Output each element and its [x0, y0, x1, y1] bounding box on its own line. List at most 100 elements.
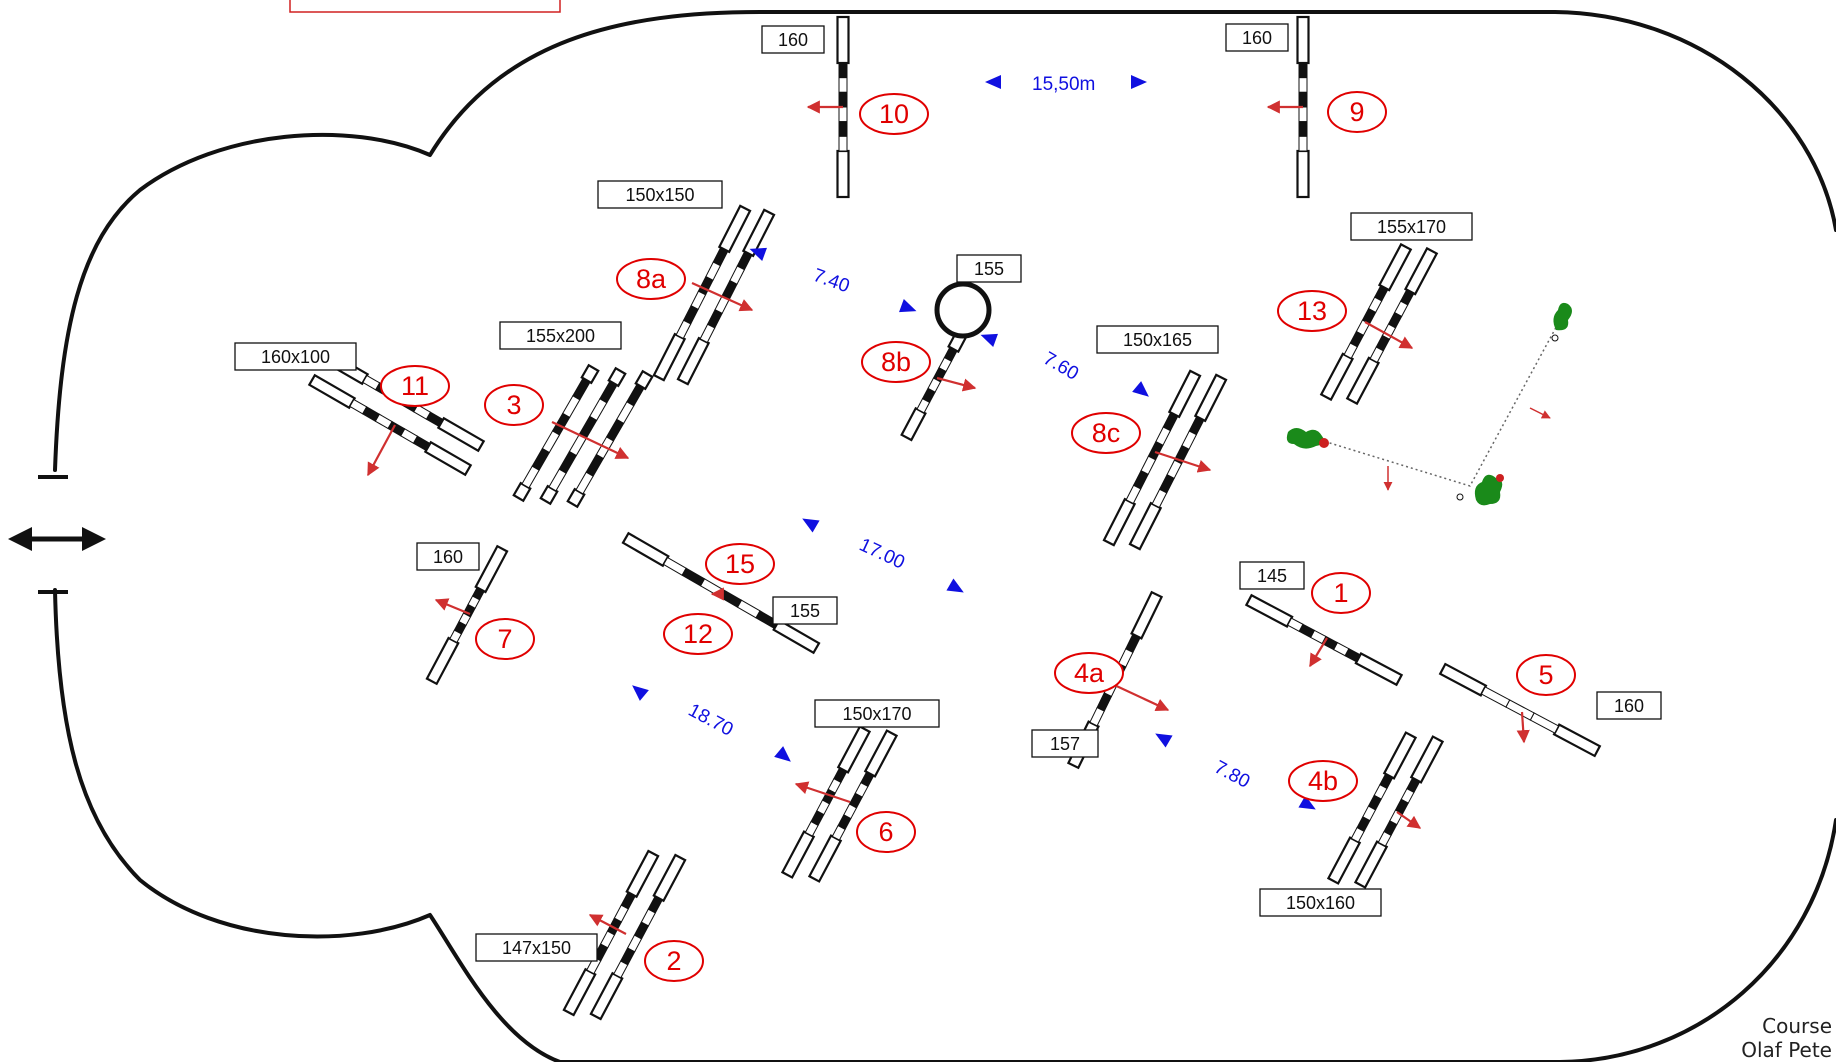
distance-marker: [899, 299, 917, 313]
pole-segment: [1089, 706, 1105, 727]
height-text: 150x170: [842, 704, 911, 724]
number-text: 10: [879, 99, 909, 129]
pole-segment: [1343, 342, 1359, 359]
wing-standard: [836, 15, 850, 65]
fence-rail: [425, 544, 509, 686]
wing-standard: [1102, 497, 1137, 547]
number-oval: [1516, 654, 1576, 696]
wing-standard: [652, 853, 687, 903]
number-oval: [705, 543, 775, 585]
height-box-8c: 150x165: [1096, 325, 1219, 354]
pole-segment: [718, 588, 743, 608]
height-text: 160: [1242, 28, 1272, 48]
number-oval: [1277, 290, 1347, 332]
number-text: 7: [497, 624, 512, 654]
pole-segment: [916, 398, 931, 414]
number-text: 8a: [636, 264, 667, 294]
height-frame: [416, 542, 480, 571]
jump-direction-arrow: [936, 376, 977, 392]
wing-standard: [1128, 501, 1163, 551]
wing-standard: [1296, 15, 1310, 65]
pole-segment: [804, 820, 819, 837]
jump-direction-arrow: [367, 424, 396, 477]
height-text: 150x165: [1123, 330, 1192, 350]
wing-standard: [1326, 836, 1362, 885]
pole-segment: [1529, 712, 1560, 734]
wing-standard: [589, 971, 624, 1021]
wing-standard: [1296, 149, 1310, 199]
number-oval: [663, 613, 733, 655]
height-text: 147x150: [502, 938, 571, 958]
number-oval: [1071, 412, 1141, 454]
distance-marker: [980, 333, 998, 347]
legend-box: [289, 0, 561, 13]
number-oval: [380, 365, 450, 407]
jump-direction-arrow: [1309, 637, 1328, 668]
pole-segment: [838, 62, 848, 79]
wing-standard: [863, 729, 899, 778]
height-text: 145: [1257, 566, 1287, 586]
wing-standard: [1193, 373, 1228, 423]
height-text: 155x200: [526, 326, 595, 346]
height-text: 155: [974, 259, 1004, 279]
pole-segment: [589, 398, 608, 422]
wing-standard: [1382, 731, 1418, 780]
obstacle-number-9: 9: [1327, 91, 1387, 133]
wing-standard: [436, 416, 486, 453]
pole-segment: [541, 430, 561, 454]
pole-segment: [613, 960, 629, 979]
number-text: 2: [666, 946, 681, 976]
pole-segment: [681, 567, 706, 587]
number-oval: [861, 341, 931, 383]
height-text: 150x150: [625, 185, 694, 205]
pole-segment: [1298, 77, 1308, 93]
wing-standard: [1244, 593, 1294, 629]
pole-segment: [531, 447, 550, 471]
distance-marker: [985, 75, 1001, 89]
obstacle-number-11: 11: [380, 365, 450, 407]
pole-segment: [838, 91, 848, 108]
fence-rail: [780, 725, 872, 879]
pole-segment: [521, 465, 540, 489]
height-box-4b: 150x160: [1259, 888, 1382, 917]
pole-segment: [1298, 121, 1308, 137]
jump-direction-arrow: [434, 598, 471, 616]
obstacle-number-4b: 4b: [1288, 760, 1358, 802]
height-box-2: 147x150: [475, 933, 598, 962]
fence-rail: [307, 373, 473, 477]
number-text: 1: [1333, 578, 1348, 608]
number-text: 15: [725, 549, 755, 579]
fence-rail: [539, 366, 627, 506]
fence-rail: [1438, 662, 1602, 758]
number-oval: [856, 811, 916, 853]
wing-standard: [307, 373, 357, 410]
pole-segment: [838, 135, 848, 152]
pole-segment: [1151, 488, 1168, 509]
fence-rail: [1244, 593, 1404, 687]
obstacle-number-7: 7: [475, 618, 535, 660]
pole-segment: [1350, 826, 1365, 843]
obstacle-number-5: 5: [1516, 654, 1576, 696]
pole-segment: [1480, 686, 1511, 708]
distance-label: 18.70: [685, 700, 737, 741]
height-frame: [956, 254, 1022, 283]
pole-segment: [1377, 830, 1392, 847]
pole-segment: [838, 77, 848, 93]
designer-credit: Course Olaf Pete: [1741, 1014, 1832, 1062]
distance-marker: [632, 685, 649, 701]
distance-marker: [802, 518, 820, 533]
height-box-12: 155: [772, 596, 838, 625]
number-oval: [859, 93, 929, 135]
jump-direction-arrow: [691, 281, 754, 312]
pole-segment: [1298, 91, 1308, 108]
jump-direction-arrow: [1396, 811, 1422, 829]
rail-ring: [934, 281, 992, 339]
jump-direction-arrow: [1516, 711, 1530, 744]
obstacle-number-8b: 8b: [861, 341, 931, 383]
number-text: 8b: [881, 347, 911, 377]
height-text: 155x170: [1377, 217, 1446, 237]
height-frame: [234, 342, 357, 371]
wing-standard: [1319, 352, 1355, 402]
distance-marker: [774, 746, 791, 762]
